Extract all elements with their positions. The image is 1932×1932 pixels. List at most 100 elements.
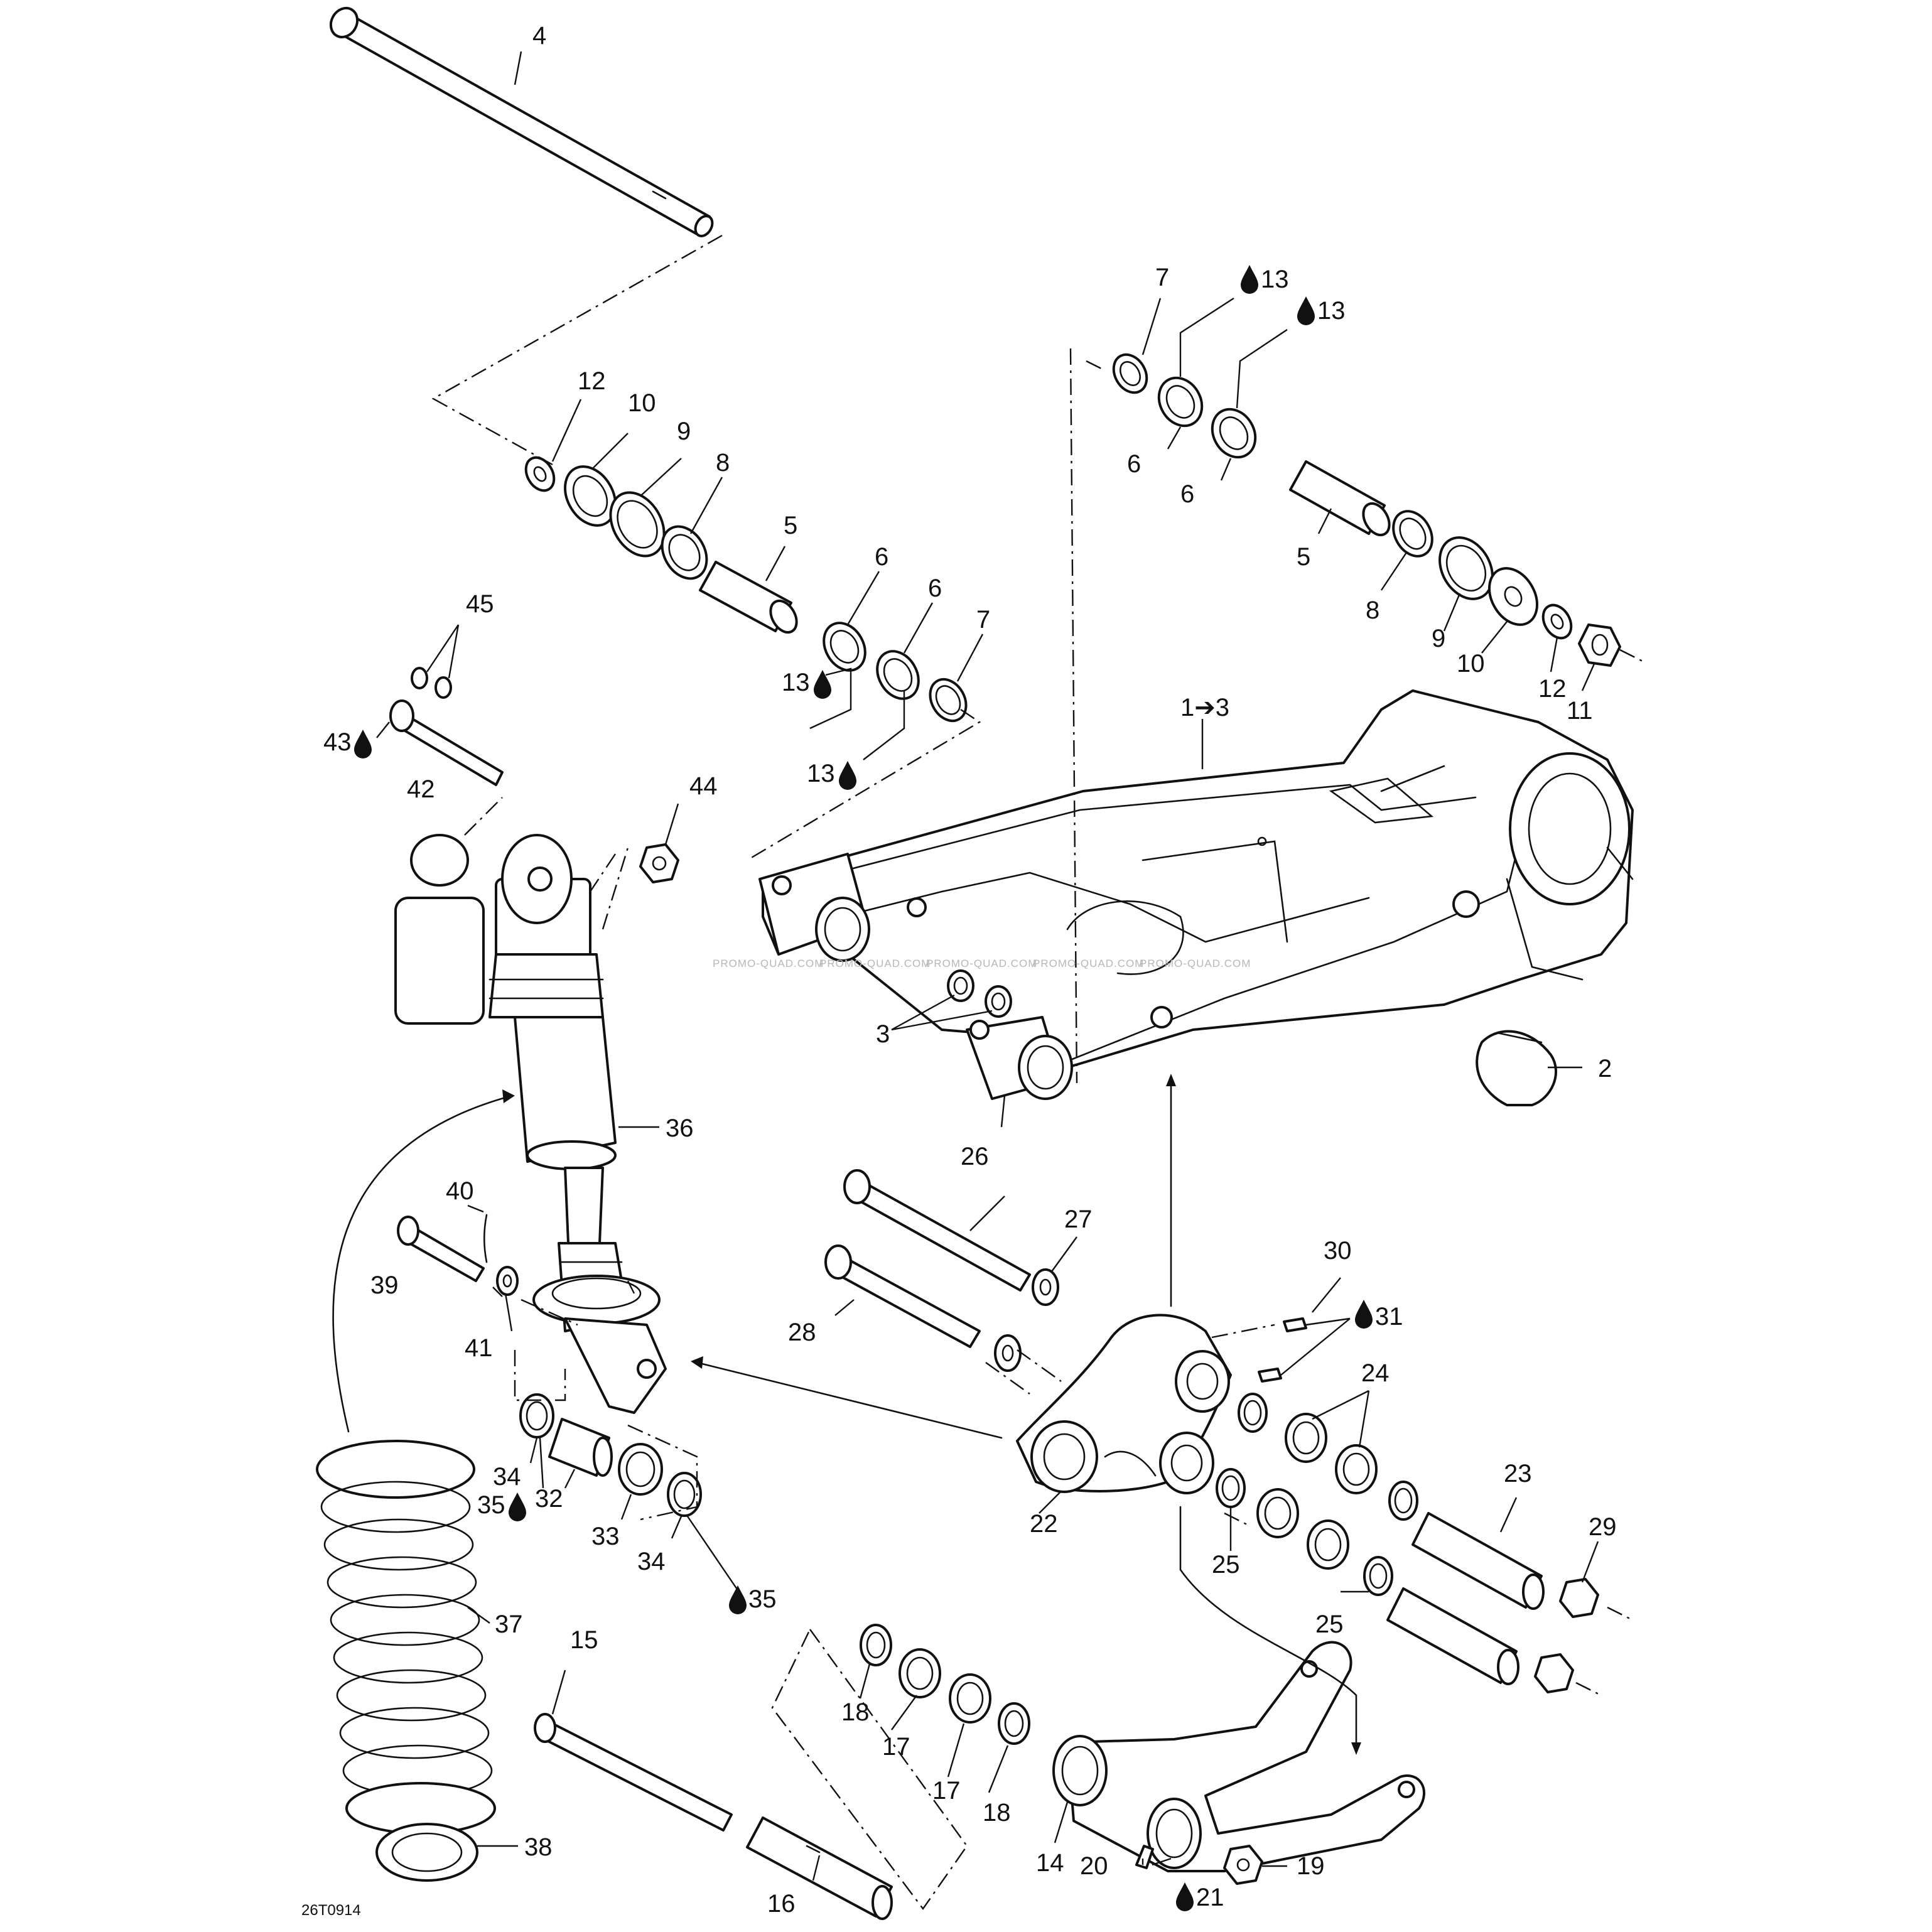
part-8-ring (661, 525, 708, 580)
part-20-grease-fitting[interactable] (1135, 1845, 1154, 1869)
link-arm-bearings[interactable] (860, 1624, 1030, 1745)
part-12-washer (1541, 603, 1573, 640)
callout-label: 12 (578, 367, 606, 395)
callout-label: 3 (876, 1020, 890, 1048)
part-4-pivot-axle[interactable] (326, 3, 716, 239)
part-14-link-arm[interactable] (1052, 1641, 1426, 1872)
callout-label: 7 (976, 606, 990, 634)
part-30-grease-fittings[interactable] (1258, 1317, 1307, 1383)
callout-label: 12 (1538, 675, 1567, 703)
swingarm[interactable] (758, 689, 1634, 1100)
callout-13-lubricant: 13 (807, 760, 856, 790)
callout-label: 18 (983, 1799, 1011, 1827)
callout-label: 31 (1375, 1303, 1403, 1330)
callout-label: 5 (1297, 543, 1310, 571)
callout-label: 10 (1457, 650, 1485, 677)
part-10-cap (1488, 567, 1538, 626)
part-26-bolt[interactable] (843, 1169, 1031, 1292)
watermark: PROMO-QUAD.COM (819, 958, 931, 969)
part-42-pin[interactable] (389, 699, 504, 786)
part-23-sleeve (1386, 1587, 1518, 1684)
part-38-spring-seat[interactable] (375, 1823, 478, 1882)
watermark: PROMO-QUAD.COM (1140, 958, 1251, 969)
part-5-sleeve (699, 561, 792, 632)
callout-label: 36 (666, 1114, 694, 1142)
callout-label: 4 (532, 22, 546, 50)
lubricant-drop-icon (509, 1492, 526, 1521)
callout-label: 18 (841, 1698, 870, 1726)
callout-label: 35 (748, 1585, 777, 1613)
callout-label: 6 (1127, 450, 1141, 478)
callout-label: 37 (495, 1611, 523, 1638)
callout-label: 24 (1361, 1359, 1390, 1387)
callout-label: 10 (628, 389, 656, 417)
callout-31-lubricant: 31 (1355, 1300, 1403, 1330)
callout-label: 8 (716, 449, 730, 477)
part-2-cap[interactable] (1476, 1030, 1558, 1106)
callout-label: 22 (1030, 1510, 1058, 1538)
callout-35-lubricant: 35 (477, 1491, 526, 1521)
lubricant-drop-icon (814, 670, 831, 699)
part-25-seal (1388, 1481, 1418, 1521)
callout-label: 38 (524, 1833, 553, 1861)
callout-label: 14 (1036, 1849, 1064, 1877)
part-29-nut (1559, 1578, 1599, 1618)
watermark-strip: PROMO-QUAD.COM PROMO-QUAD.COM PROMO-QUAD… (713, 958, 1251, 969)
part-16-sleeve[interactable] (746, 1816, 893, 1920)
callout-label: 25 (1212, 1551, 1240, 1579)
part-41-washer[interactable] (496, 1266, 519, 1296)
callout-label: 44 (689, 772, 718, 800)
callout-label: 25 (1315, 1611, 1344, 1638)
callout-label: 17 (932, 1777, 961, 1805)
part-22-link[interactable] (1016, 1314, 1232, 1494)
part-8-ring (1392, 510, 1433, 558)
part-37-spring[interactable] (316, 1440, 496, 1835)
callout-label: 42 (407, 775, 435, 803)
lubricant-drop-icon (1241, 265, 1258, 294)
watermark: PROMO-QUAD.COM (1033, 958, 1144, 969)
part-25-seal (1363, 1556, 1393, 1596)
callout-label: 9 (677, 418, 691, 445)
part-15-bolt[interactable] (534, 1713, 733, 1832)
part-27-washers[interactable] (994, 1268, 1059, 1372)
callout-labels: 4 12 10 9 8 5 6 6 7 13 13 7 13 13 6 6 5 … (301, 22, 1617, 1919)
callout-label: 40 (446, 1177, 474, 1205)
part-3-plugs[interactable] (947, 969, 1012, 1018)
callout-label: 20 (1080, 1852, 1108, 1880)
callout-label: 45 (466, 590, 494, 618)
part-40-clip[interactable] (483, 1214, 488, 1263)
callout-label: 35 (477, 1491, 505, 1519)
part-25-seal (1238, 1393, 1268, 1433)
part-36-shock-absorber[interactable] (394, 834, 667, 1414)
callout-label: 21 (1196, 1884, 1224, 1911)
part-6-bearing (1157, 376, 1204, 428)
shock-lower-bearings[interactable] (519, 1393, 702, 1517)
part-44-nut[interactable] (639, 843, 679, 883)
part-24-bearing (1335, 1444, 1378, 1494)
callout-35-lubricant: 35 (729, 1585, 777, 1614)
part-39-bolt[interactable] (397, 1216, 485, 1282)
callout-label: 41 (465, 1334, 493, 1362)
callout-21-lubricant: 21 (1176, 1882, 1224, 1911)
part-17-bearing (899, 1648, 941, 1698)
lubricant-drop-icon (1355, 1300, 1373, 1329)
part-24-bearing (1307, 1519, 1349, 1570)
part-19-nut[interactable] (1223, 1845, 1263, 1885)
part-45-o-rings[interactable] (411, 667, 452, 699)
callout-label: 8 (1366, 596, 1379, 624)
part-9-seal (609, 491, 666, 558)
part-6-bearing (1211, 407, 1257, 459)
link-bearing-stack[interactable] (1216, 1393, 1599, 1693)
right-pivot-stack[interactable] (1107, 348, 1621, 667)
left-pivot-stack[interactable] (521, 453, 973, 728)
part-28-bolt[interactable] (824, 1244, 981, 1348)
part-23-sleeve (1411, 1512, 1543, 1609)
callout-label: 6 (1180, 480, 1194, 508)
callout-13-lubricant: 13 (782, 669, 831, 699)
part-24-bearing (1256, 1488, 1299, 1538)
callout-label: 39 (370, 1271, 399, 1299)
part-24-bearing (1285, 1413, 1327, 1463)
part-6-bearing (876, 650, 920, 700)
lubricant-drop-icon (1297, 296, 1315, 325)
